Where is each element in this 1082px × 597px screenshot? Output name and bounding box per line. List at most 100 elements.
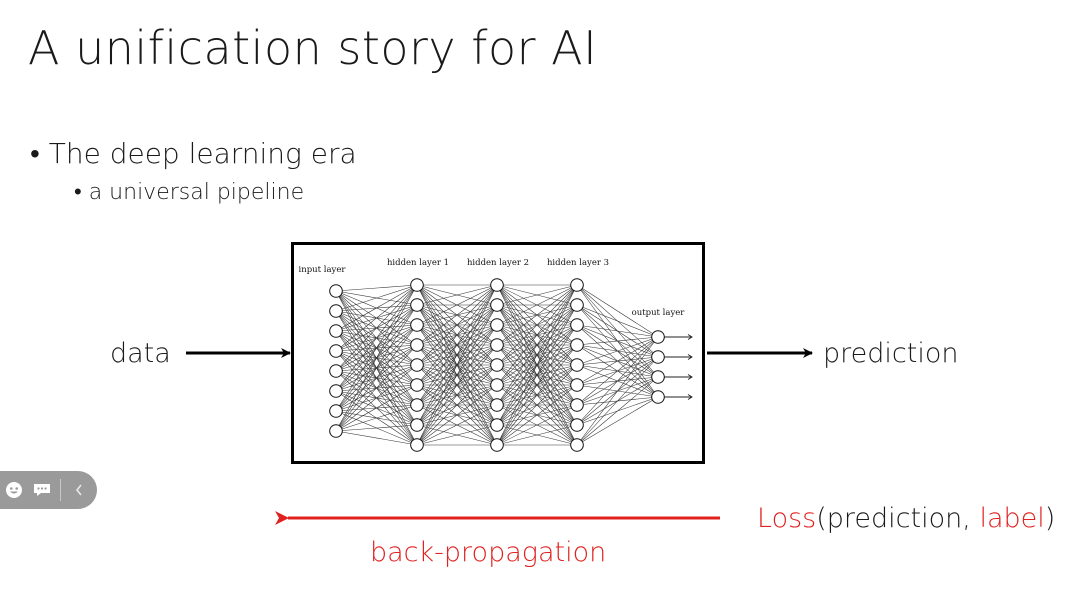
connection: [416, 404, 498, 446]
neuron: [410, 398, 424, 412]
layer-label: hidden layer 2: [467, 258, 529, 268]
bullet-dot: •: [74, 180, 82, 205]
connection: [335, 424, 418, 432]
connection: [496, 304, 578, 446]
neuron: [490, 298, 504, 312]
neuron: [490, 338, 504, 352]
connection: [416, 344, 498, 446]
connection: [416, 284, 498, 326]
connection: [496, 344, 578, 446]
connection: [335, 284, 418, 432]
connection: [416, 364, 498, 446]
connection: [335, 324, 418, 432]
neuron: [570, 418, 584, 432]
connection: [335, 304, 418, 432]
connection: [576, 304, 659, 338]
bullet-1-text: The deep learning era: [48, 137, 357, 170]
connection: [576, 356, 659, 446]
neuron: [410, 358, 424, 372]
neuron: [651, 350, 665, 364]
connection: [416, 324, 498, 446]
bullet-2-text: a universal pipeline: [88, 180, 305, 205]
connection: [416, 284, 498, 346]
loss-arg-label: label: [979, 503, 1045, 534]
layer-label: hidden layer 1: [387, 258, 449, 268]
neuron: [490, 438, 504, 452]
connection: [496, 284, 578, 406]
neuron: [329, 284, 343, 298]
chat-icon[interactable]: [32, 480, 52, 500]
presentation-toolbar: [0, 471, 97, 509]
connection: [335, 430, 418, 446]
neuron: [329, 424, 343, 438]
connection: [496, 284, 578, 426]
loss-function-name: Loss: [757, 503, 817, 534]
connection: [576, 336, 659, 406]
connection: [496, 404, 578, 446]
backprop-label: back-propagation: [370, 537, 607, 568]
neuron: [651, 390, 665, 404]
output-arrowhead: [687, 394, 693, 400]
neuron: [570, 378, 584, 392]
neuron: [490, 418, 504, 432]
connection: [335, 284, 418, 312]
connection: [576, 336, 659, 386]
neuron: [410, 318, 424, 332]
connection: [576, 336, 659, 366]
neuron: [490, 398, 504, 412]
neuron: [651, 370, 665, 384]
neuron: [570, 318, 584, 332]
bullet-level-1: • The deep learning era: [30, 136, 357, 172]
layer-label: input layer: [299, 265, 347, 275]
connection: [416, 384, 498, 446]
neuron: [329, 404, 343, 418]
connection: [496, 284, 578, 446]
output-prediction-label: prediction: [823, 338, 959, 369]
loss-open-paren: (: [816, 503, 827, 534]
neuron: [410, 338, 424, 352]
neuron: [570, 398, 584, 412]
connection: [335, 284, 418, 372]
neuron: [329, 324, 343, 338]
connection: [496, 364, 578, 446]
connection: [576, 376, 659, 446]
connection: [496, 424, 578, 446]
connection: [496, 284, 578, 326]
connection: [496, 284, 578, 366]
loss-comma: ,: [962, 503, 971, 534]
neuron: [329, 384, 343, 398]
neuron: [490, 318, 504, 332]
neuron: [570, 358, 584, 372]
output-arrowhead: [687, 334, 693, 340]
connections: [335, 284, 659, 446]
connection: [335, 364, 418, 432]
neuron: [329, 364, 343, 378]
neuron: [570, 298, 584, 312]
neuron: [570, 278, 584, 292]
output-arrowhead: [687, 354, 693, 360]
connection: [416, 284, 498, 366]
connection: [416, 284, 498, 406]
connection: [576, 396, 659, 446]
neuron: [490, 278, 504, 292]
connection: [576, 336, 659, 346]
slide-title: A unification story for AI: [28, 21, 598, 75]
connection: [576, 336, 659, 446]
connection: [576, 324, 659, 338]
neuron: [410, 418, 424, 432]
neuron: [410, 278, 424, 292]
neuron: [570, 338, 584, 352]
connection: [416, 304, 498, 446]
collapse-arrow-icon[interactable]: [69, 480, 89, 500]
connection: [576, 284, 659, 338]
bullet-dot: •: [30, 137, 40, 170]
connection: [576, 336, 659, 426]
neuron: [490, 378, 504, 392]
connection: [496, 324, 578, 446]
loss-arg-prediction: prediction: [826, 503, 963, 534]
neuron: [329, 344, 343, 358]
face-icon[interactable]: [4, 480, 24, 500]
loss-close-paren: ): [1044, 503, 1056, 534]
